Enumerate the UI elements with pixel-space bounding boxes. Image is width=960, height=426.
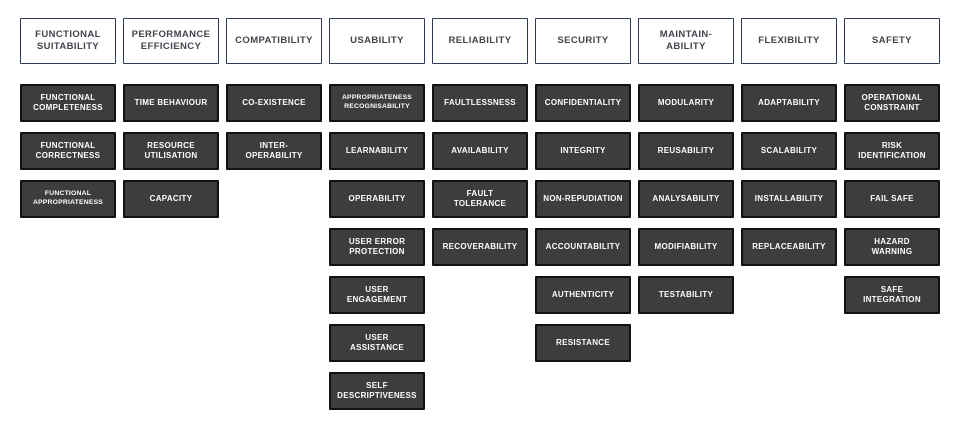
header-security: SECURITY — [535, 18, 631, 64]
subcharacteristics-performance-efficiency: TIME BEHAVIOUR RESOURCE UTILISATION CAPACI… — [123, 84, 219, 228]
subcharacteristics-security: CONFIDENTIALITY INTEGRITY NON-REPUDIATION A… — [535, 84, 631, 372]
column-security: SECURITY CONFIDENTIALITY INTEGRITY NON-REP… — [535, 18, 631, 420]
quality-subcharacteristic: OPERABILITY — [329, 180, 425, 218]
header-performance-efficiency: PERFORMANCE EFFICIENCY — [123, 18, 219, 64]
column-compatibility: COMPATIBILITY CO-EXISTENCE INTER- OPERABI… — [226, 18, 322, 420]
column-functional-suitability: FUNCTIONAL SUITABILITY FUNCTIONAL COMPLE… — [20, 18, 116, 420]
quality-subcharacteristic: CONFIDENTIALITY — [535, 84, 631, 122]
subcharacteristics-compatibility: CO-EXISTENCE INTER- OPERABILITY — [226, 84, 322, 180]
subcharacteristics-flexibility: ADAPTABILITY SCALABILITY INSTALLABILITY REP… — [741, 84, 837, 276]
quality-subcharacteristic: AUTHENTICITY — [535, 276, 631, 314]
header-functional-suitability: FUNCTIONAL SUITABILITY — [20, 18, 116, 64]
column-maintainability: MAINTAIN- ABILITY MODULARITY REUSABILITY A… — [638, 18, 734, 420]
quality-subcharacteristic: USER ERROR PROTECTION — [329, 228, 425, 266]
column-usability: USABILITY APPROPRIATENESS RECOGNISABILIT… — [329, 18, 425, 420]
quality-subcharacteristic: CO-EXISTENCE — [226, 84, 322, 122]
quality-subcharacteristic: RESISTANCE — [535, 324, 631, 362]
quality-subcharacteristic: ANALYSABILITY — [638, 180, 734, 218]
quality-subcharacteristic: APPROPRIATENESS RECOGNISABILITY — [329, 84, 425, 122]
quality-subcharacteristic: USER ENGAGEMENT — [329, 276, 425, 314]
quality-subcharacteristic: CAPACITY — [123, 180, 219, 218]
quality-subcharacteristic: HAZARD WARNING — [844, 228, 940, 266]
quality-subcharacteristic: REPLACEABILITY — [741, 228, 837, 266]
quality-subcharacteristic: FUNCTIONAL COMPLETENESS — [20, 84, 116, 122]
column-safety: SAFETY OPERATIONAL CONSTRAINT RISK IDENTI… — [844, 18, 940, 420]
quality-subcharacteristic: FAULT TOLERANCE — [432, 180, 528, 218]
column-performance-efficiency: PERFORMANCE EFFICIENCY TIME BEHAVIOUR RES… — [123, 18, 219, 420]
quality-subcharacteristic: RESOURCE UTILISATION — [123, 132, 219, 170]
subcharacteristics-usability: APPROPRIATENESS RECOGNISABILITY LEARNABIL… — [329, 84, 425, 420]
quality-subcharacteristic: INSTALLABILITY — [741, 180, 837, 218]
quality-subcharacteristic: TESTABILITY — [638, 276, 734, 314]
header-reliability: RELIABILITY — [432, 18, 528, 64]
subcharacteristics-functional-suitability: FUNCTIONAL COMPLETENESS FUNCTIONAL CORREC… — [20, 84, 116, 228]
quality-subcharacteristic: REUSABILITY — [638, 132, 734, 170]
quality-subcharacteristic: SAFE INTEGRATION — [844, 276, 940, 314]
header-usability: USABILITY — [329, 18, 425, 64]
quality-subcharacteristic: OPERATIONAL CONSTRAINT — [844, 84, 940, 122]
header-maintainability: MAINTAIN- ABILITY — [638, 18, 734, 64]
quality-subcharacteristic: RECOVERABILITY — [432, 228, 528, 266]
quality-subcharacteristic: AVAILABILITY — [432, 132, 528, 170]
quality-subcharacteristic: ACCOUNTABILITY — [535, 228, 631, 266]
quality-subcharacteristic: ADAPTABILITY — [741, 84, 837, 122]
header-compatibility: COMPATIBILITY — [226, 18, 322, 64]
quality-subcharacteristic: INTER- OPERABILITY — [226, 132, 322, 170]
quality-subcharacteristic: SCALABILITY — [741, 132, 837, 170]
quality-subcharacteristic: MODULARITY — [638, 84, 734, 122]
quality-subcharacteristic: RISK IDENTIFICATION — [844, 132, 940, 170]
quality-subcharacteristic: USER ASSISTANCE — [329, 324, 425, 362]
quality-subcharacteristic: SELF DESCRIPTIVENESS — [329, 372, 425, 410]
column-flexibility: FLEXIBILITY ADAPTABILITY SCALABILITY INSTA… — [741, 18, 837, 420]
quality-subcharacteristic: MODIFIABILITY — [638, 228, 734, 266]
quality-subcharacteristic: TIME BEHAVIOUR — [123, 84, 219, 122]
header-flexibility: FLEXIBILITY — [741, 18, 837, 64]
quality-subcharacteristic: FAIL SAFE — [844, 180, 940, 218]
quality-subcharacteristic: INTEGRITY — [535, 132, 631, 170]
quality-subcharacteristic: FAULTLESSNESS — [432, 84, 528, 122]
quality-subcharacteristic: FUNCTIONAL CORRECTNESS — [20, 132, 116, 170]
subcharacteristics-reliability: FAULTLESSNESS AVAILABILITY FAULT TOLERANCE… — [432, 84, 528, 276]
quality-subcharacteristic: FUNCTIONAL APPROPRIATENESS — [20, 180, 116, 218]
quality-subcharacteristic: NON-REPUDIATION — [535, 180, 631, 218]
quality-subcharacteristic: LEARNABILITY — [329, 132, 425, 170]
subcharacteristics-safety: OPERATIONAL CONSTRAINT RISK IDENTIFICATIO… — [844, 84, 940, 324]
header-safety: SAFETY — [844, 18, 940, 64]
subcharacteristics-maintainability: MODULARITY REUSABILITY ANALYSABILITY MODIFI… — [638, 84, 734, 324]
